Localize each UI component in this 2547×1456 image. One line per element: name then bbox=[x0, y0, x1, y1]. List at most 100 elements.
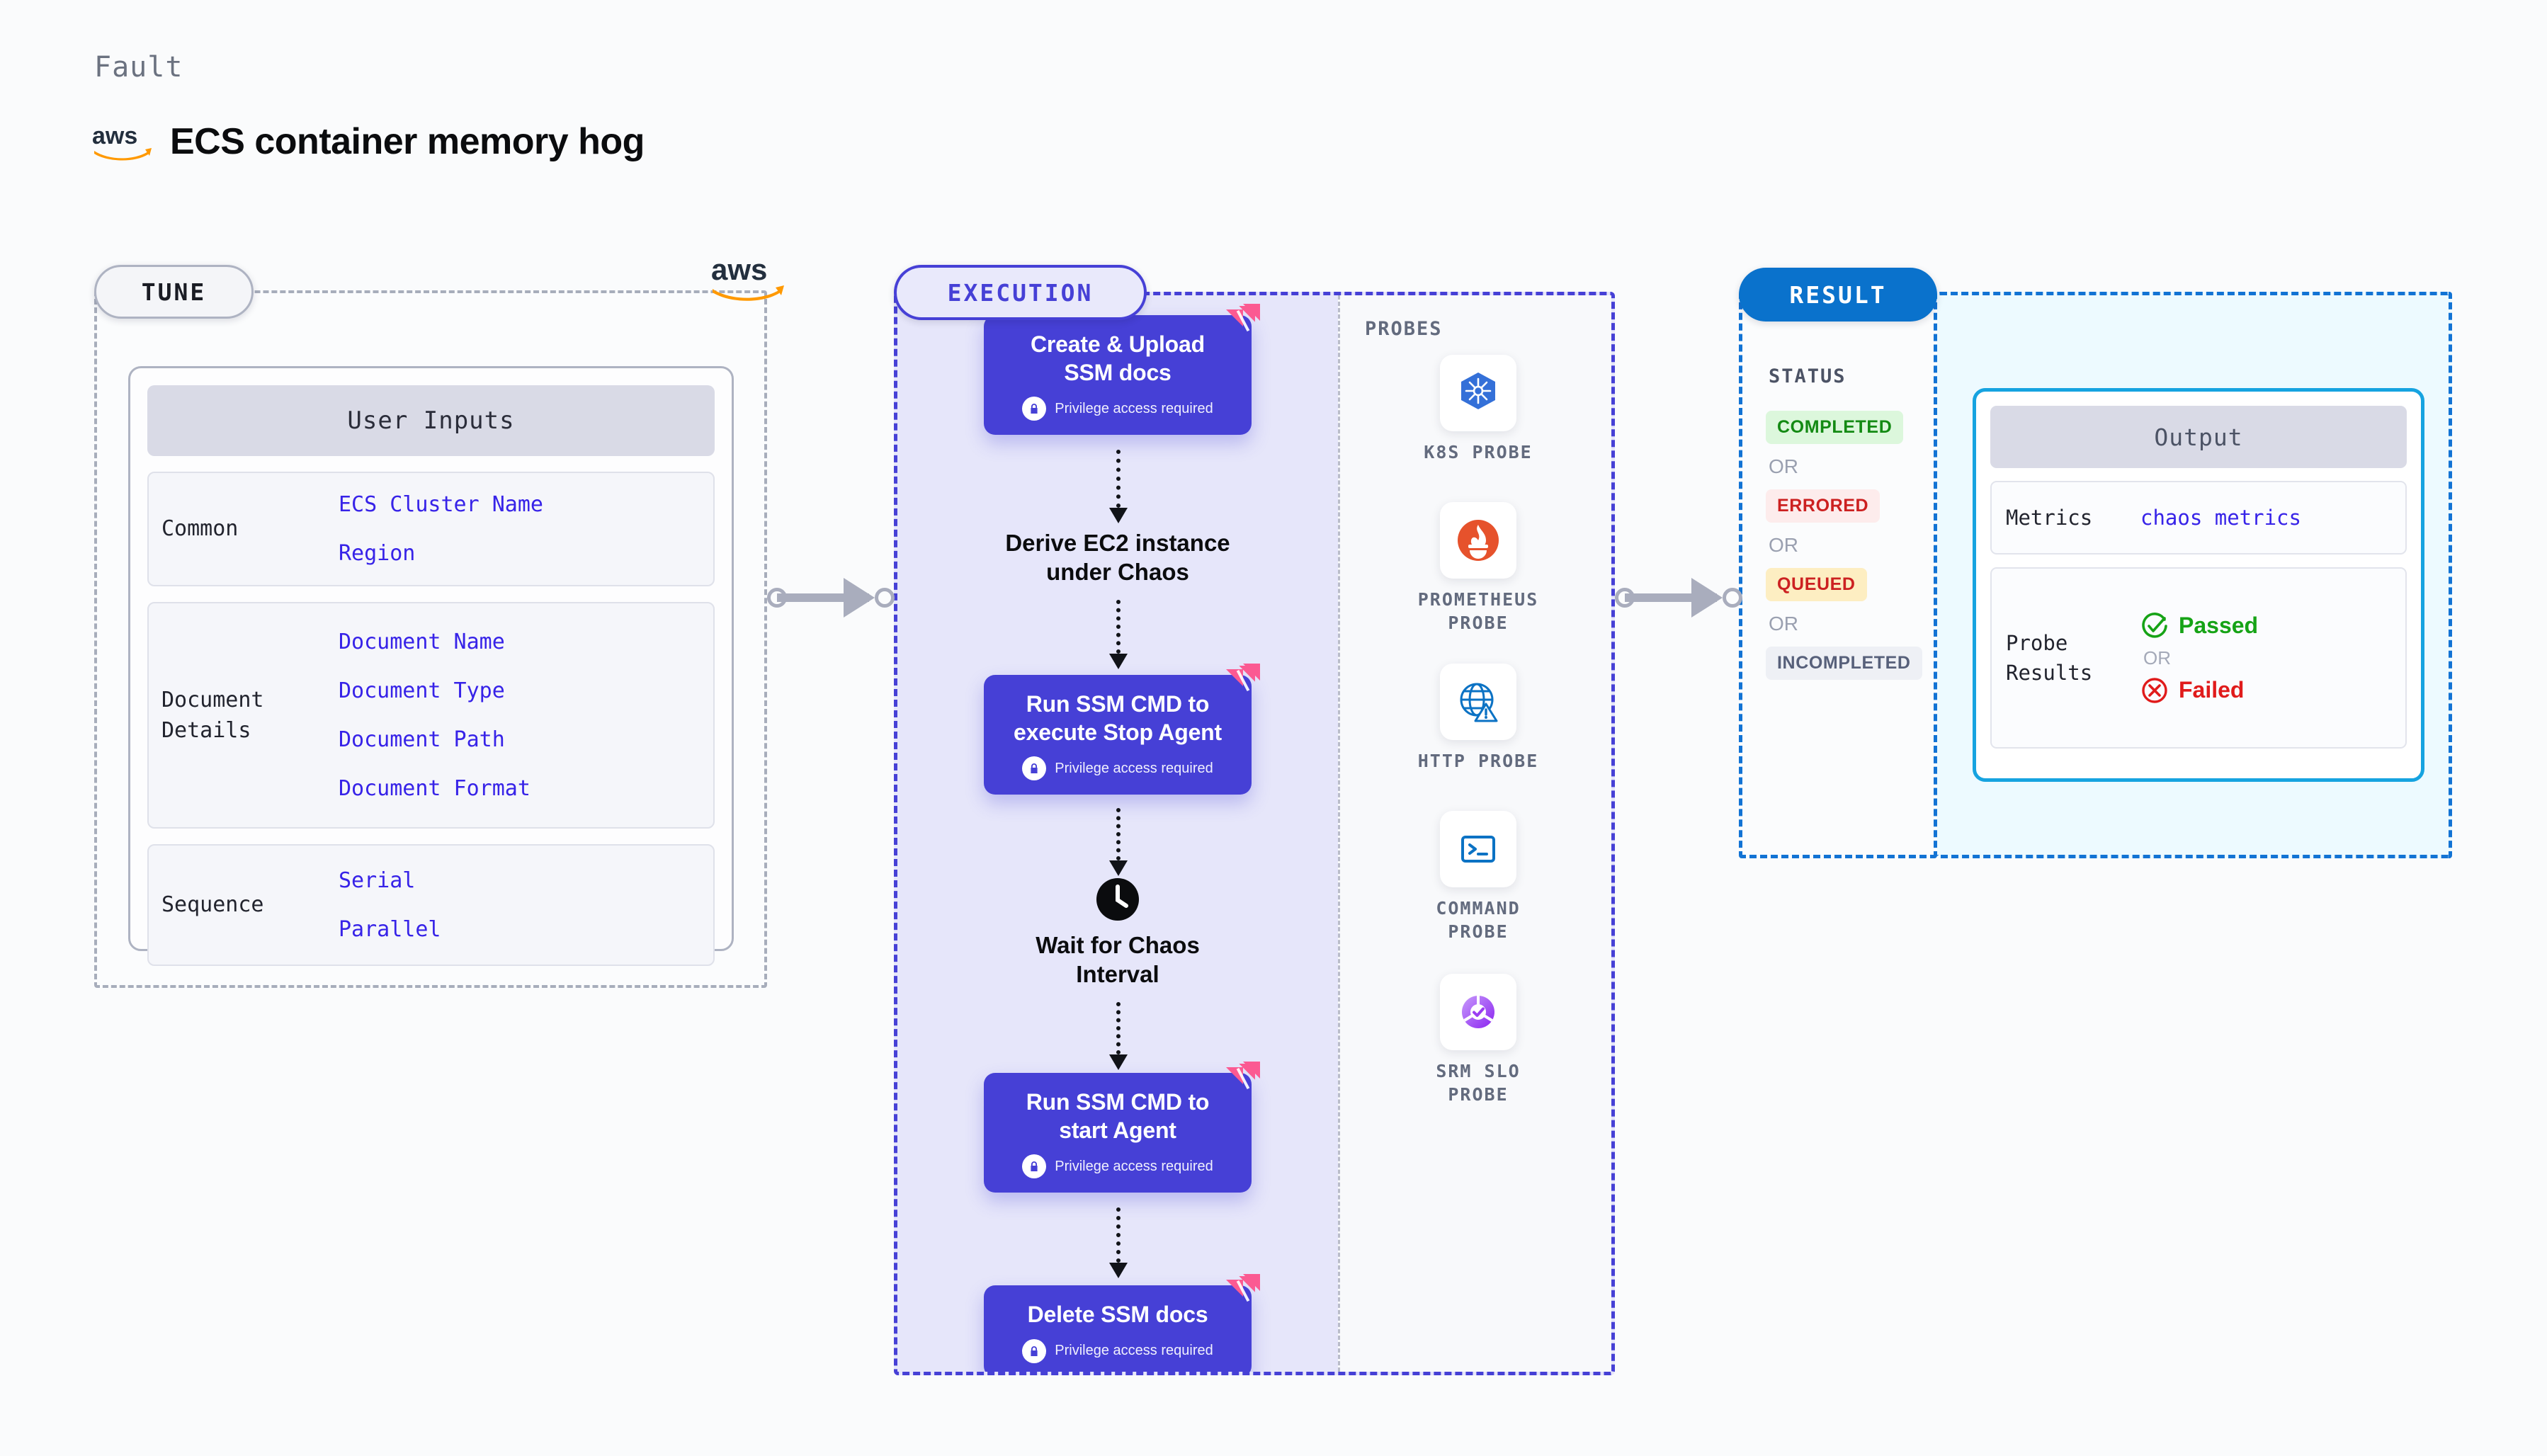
probe-label: COMMAND PROBE bbox=[1436, 898, 1521, 942]
input-value[interactable]: Parallel bbox=[339, 917, 441, 942]
prometheus-icon bbox=[1440, 502, 1516, 579]
input-value[interactable]: ECS Cluster Name bbox=[339, 492, 543, 517]
arrowhead-icon bbox=[1109, 860, 1128, 876]
page-title: ECS container memory hog bbox=[170, 121, 645, 162]
probe-failed-label: Failed bbox=[2179, 677, 2245, 703]
probe-result-failed: Failed bbox=[2140, 676, 2258, 705]
harness-ribbon-icon bbox=[1222, 1270, 1264, 1312]
execution-step-delete-ssm-docs[interactable]: Delete SSM docs Privilege access require… bbox=[984, 1274, 1260, 1372]
input-value[interactable]: Document Path bbox=[339, 727, 505, 752]
step-title: Delete SSM docs bbox=[1027, 1302, 1208, 1327]
output-title: Output bbox=[1990, 406, 2407, 468]
input-group-values: Document Name Document Type Document Pat… bbox=[339, 630, 531, 801]
or-label: OR bbox=[1769, 613, 1798, 635]
input-value[interactable]: Region bbox=[339, 541, 416, 566]
probe-label: SRM SLO PROBE bbox=[1436, 1061, 1521, 1105]
aws-logo-icon-tune: aws bbox=[708, 251, 786, 304]
aws-logo-icon: aws bbox=[92, 121, 153, 162]
status-list: COMPLETED OR ERRORED OR QUEUED OR INCOMP… bbox=[1766, 411, 1922, 680]
flow-arrow-5 bbox=[1109, 1207, 1128, 1278]
input-group-sequence: Sequence Serial Parallel bbox=[147, 844, 715, 966]
svg-text:aws: aws bbox=[92, 123, 137, 149]
execution-probes-divider bbox=[1338, 295, 1340, 1372]
harness-ribbon-icon bbox=[1222, 1057, 1264, 1100]
input-value[interactable]: Document Format bbox=[339, 776, 531, 801]
arrowhead-icon bbox=[1109, 1263, 1128, 1278]
lock-icon bbox=[1022, 1154, 1047, 1179]
probe-item-http[interactable]: HTTP PROBE bbox=[1338, 664, 1611, 773]
srm-slo-icon bbox=[1440, 974, 1516, 1050]
status-badge-errored: ERRORED bbox=[1766, 489, 1881, 523]
privilege-note: Privilege access required bbox=[997, 756, 1239, 781]
check-circle-icon bbox=[2140, 612, 2169, 640]
privilege-note: Privilege access required bbox=[997, 1154, 1239, 1179]
or-label: OR bbox=[1769, 455, 1798, 477]
probe-label: HTTP PROBE bbox=[1417, 751, 1539, 771]
output-metrics-label: Metrics bbox=[2006, 505, 2093, 530]
status-heading: STATUS bbox=[1769, 365, 1847, 387]
probe-item-k8s[interactable]: K8S PROBE bbox=[1338, 355, 1611, 465]
probe-item-srm-slo[interactable]: SRM SLO PROBE bbox=[1338, 974, 1611, 1106]
privilege-note: Privilege access required bbox=[997, 397, 1239, 421]
connector-arrowhead-icon bbox=[844, 578, 875, 618]
probe-item-prometheus[interactable]: PROMETHEUS PROBE bbox=[1338, 502, 1611, 635]
arrowhead-icon bbox=[1109, 1054, 1128, 1070]
execution-pill[interactable]: EXECUTION bbox=[894, 265, 1147, 320]
flow-arrow-1 bbox=[1109, 450, 1128, 523]
kubernetes-icon bbox=[1440, 355, 1516, 431]
tune-pill[interactable]: TUNE bbox=[94, 265, 254, 319]
probe-label: K8S PROBE bbox=[1424, 442, 1533, 462]
user-inputs-title: User Inputs bbox=[147, 385, 715, 456]
flow-arrow-2 bbox=[1109, 600, 1128, 669]
user-inputs-card: User Inputs Common ECS Cluster Name Regi… bbox=[128, 366, 734, 966]
input-group-label: Sequence bbox=[161, 892, 264, 918]
probe-result-passed: Passed bbox=[2140, 612, 2258, 640]
arrowhead-icon bbox=[1109, 654, 1128, 669]
lock-icon bbox=[1022, 1338, 1047, 1363]
privilege-text: Privilege access required bbox=[1055, 1158, 1213, 1174]
input-value[interactable]: Document Type bbox=[339, 678, 505, 703]
http-globe-icon bbox=[1440, 664, 1516, 740]
output-group-metrics: Metrics chaos metrics bbox=[1990, 481, 2407, 554]
input-group-label: Common bbox=[161, 516, 239, 542]
probe-passed-label: Passed bbox=[2179, 613, 2259, 638]
page-eyebrow: Fault bbox=[94, 51, 183, 84]
probe-label: PROMETHEUS PROBE bbox=[1417, 589, 1539, 633]
input-value[interactable]: Serial bbox=[339, 868, 416, 893]
or-label: OR bbox=[1769, 534, 1798, 556]
harness-ribbon-icon bbox=[1222, 659, 1264, 702]
input-value[interactable]: Document Name bbox=[339, 630, 505, 654]
page-title-row: aws ECS container memory hog bbox=[92, 120, 645, 163]
flow-arrow-4 bbox=[1109, 1002, 1128, 1070]
svg-text:aws: aws bbox=[711, 253, 767, 286]
privilege-text: Privilege access required bbox=[1055, 1343, 1213, 1359]
output-metrics-value[interactable]: chaos metrics bbox=[2140, 506, 2301, 530]
connector-arrowhead-icon bbox=[1691, 578, 1723, 618]
status-badge-incompleted: INCOMPLETED bbox=[1766, 647, 1922, 680]
status-badge-completed: COMPLETED bbox=[1766, 411, 1904, 444]
connector-end-dot bbox=[1723, 588, 1742, 608]
arrowhead-icon bbox=[1109, 508, 1128, 523]
terminal-icon bbox=[1440, 811, 1516, 887]
status-badge-queued: QUEUED bbox=[1766, 568, 1867, 601]
flow-arrow-3 bbox=[1109, 808, 1128, 876]
privilege-note: Privilege access required bbox=[997, 1338, 1239, 1363]
result-pill[interactable]: RESULT bbox=[1739, 268, 1937, 322]
x-circle-icon bbox=[2140, 676, 2169, 705]
probe-item-command[interactable]: COMMAND PROBE bbox=[1338, 811, 1611, 943]
probe-results-values: Passed OR Failed bbox=[2140, 612, 2258, 705]
